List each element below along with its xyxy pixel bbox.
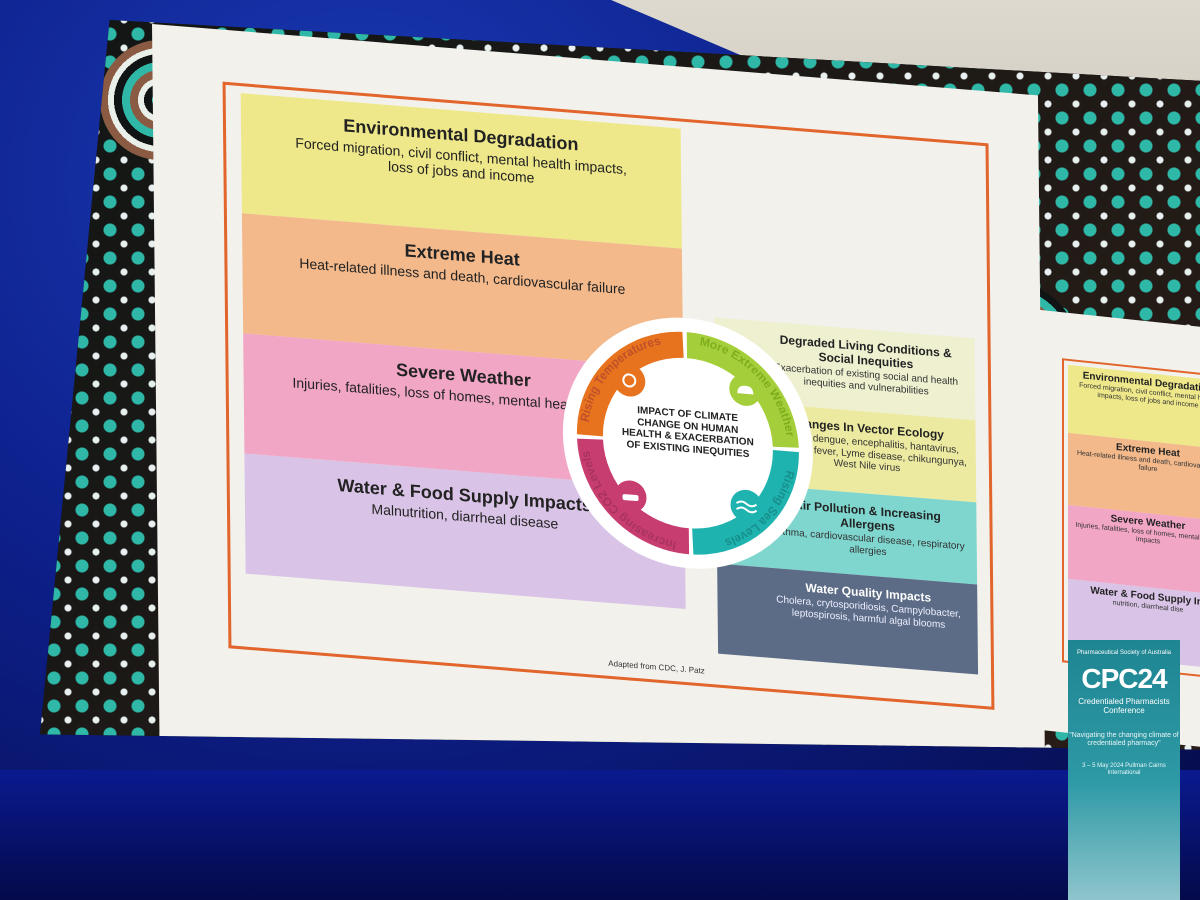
slide-main: Environmental Degradation Forced migrati… bbox=[152, 24, 1046, 750]
banner-org: Pharmaceutical Society of Australia bbox=[1076, 650, 1172, 656]
led-screen: Environmental Degradation Forced migrati… bbox=[40, 20, 1200, 750]
stage-floor bbox=[0, 770, 1200, 900]
wheel-center-text: IMPACT OF CLIMATE CHANGE ON HUMAN HEALTH… bbox=[621, 405, 754, 460]
storm-cloud-icon bbox=[729, 373, 762, 406]
waves-icon bbox=[730, 489, 763, 522]
car-smog-icon bbox=[614, 480, 647, 513]
banner-tagline: "Navigating the changing climate of cred… bbox=[1069, 731, 1179, 748]
banner-date: 3 – 5 May 2024 Pullman Cairns Internatio… bbox=[1082, 762, 1166, 776]
sun-icon bbox=[613, 364, 646, 397]
banner-logo: CPC24 bbox=[1081, 662, 1167, 694]
climate-impact-wheel: Rising Temperatures More Extreme Weather… bbox=[562, 317, 813, 569]
conference-banner: Pharmaceutical Society of Australia CPC2… bbox=[1068, 640, 1180, 900]
banner-subtitle: Credentialed Pharmacists Conference bbox=[1078, 696, 1170, 716]
wheel-center bbox=[607, 362, 768, 524]
wheel-segment-weather bbox=[576, 331, 799, 555]
wheel-segment-sea-level bbox=[576, 331, 799, 555]
wheel-segment-co2 bbox=[576, 331, 799, 555]
